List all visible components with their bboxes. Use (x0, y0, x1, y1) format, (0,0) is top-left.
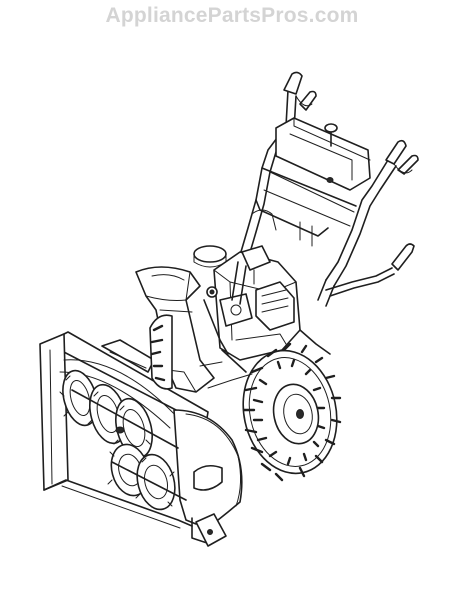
fuel-cap (193, 245, 227, 263)
chute-crank-handle (391, 243, 415, 271)
chute-control-knob (324, 123, 338, 133)
discharge-chute (135, 266, 215, 393)
watermark-text: AppliancePartsPros.com (105, 4, 359, 27)
auger-housing (39, 331, 243, 547)
left-wheel (149, 314, 173, 390)
left-control-lever (299, 90, 317, 111)
skid-shoe (193, 464, 223, 491)
auger (59, 369, 187, 511)
right-wheel (242, 342, 342, 482)
right-handle-grip (385, 139, 407, 165)
left-handle-grip (283, 71, 303, 95)
right-control-lever (397, 154, 419, 175)
handlebar-assembly (237, 71, 419, 307)
engine (193, 245, 301, 361)
frame (199, 261, 331, 389)
